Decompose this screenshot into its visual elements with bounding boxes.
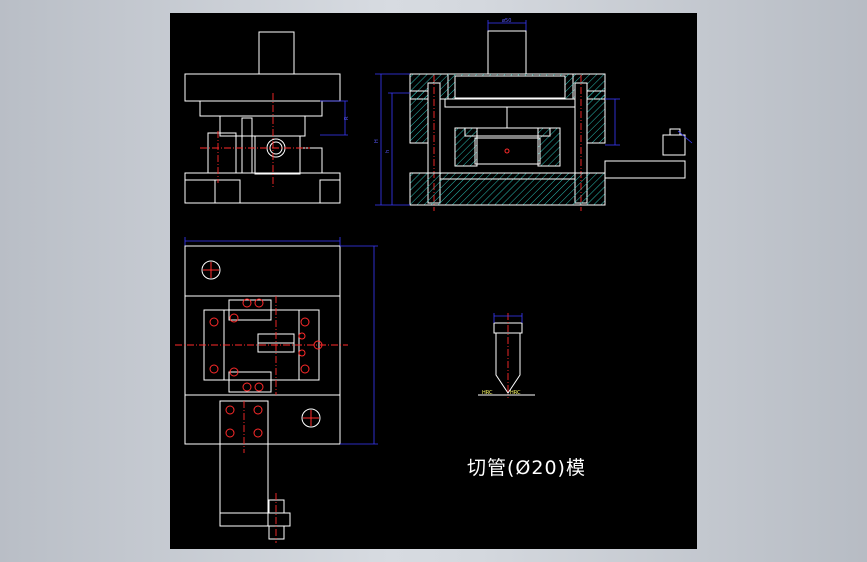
cutter-blade-detail: HRC HRC [478, 313, 535, 398]
svg-text:HRC: HRC [482, 390, 493, 396]
svg-text:R: R [344, 116, 350, 120]
cad-drawing-sheet: R ø50 [170, 13, 697, 549]
drawing-title: 切管(Ø20)模 [467, 457, 586, 479]
svg-text:HRC: HRC [510, 390, 521, 396]
svg-text:ø50: ø50 [502, 18, 511, 24]
side-elevation-view: R [184, 31, 350, 204]
svg-text:H: H [374, 139, 380, 143]
svg-text:h: h [385, 150, 391, 153]
front-section-view: ø50 [374, 18, 693, 211]
plan-view [175, 237, 378, 543]
cad-drawing: R ø50 [175, 18, 693, 543]
